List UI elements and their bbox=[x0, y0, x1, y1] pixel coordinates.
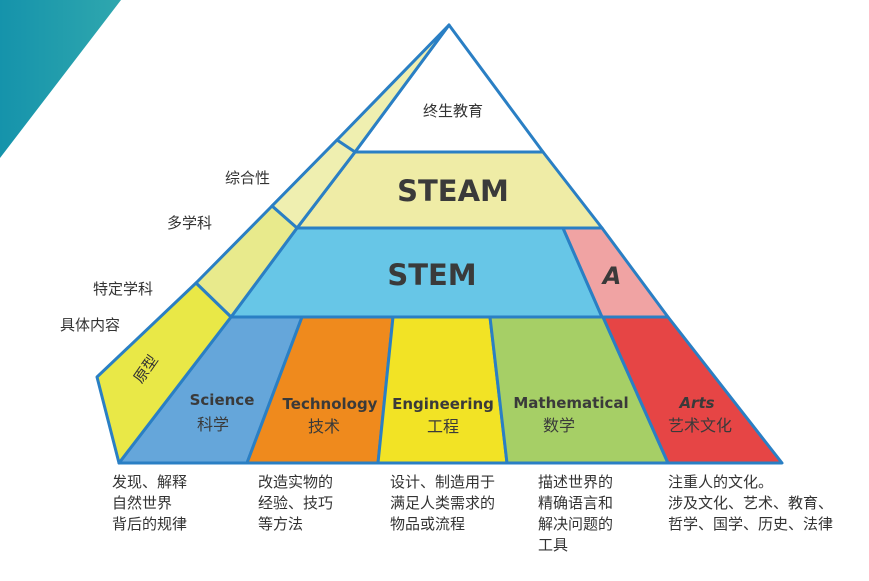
science-description: 发现、解释 自然世界 背后的规律 bbox=[112, 473, 188, 533]
engineering-description: 设计、制造用于 满足人类需求的 物品或流程 bbox=[390, 473, 496, 533]
technology-description: 改造实物的 经验、技巧 等方法 bbox=[258, 473, 334, 533]
mathematical-en: Mathematical bbox=[513, 394, 628, 412]
mathematical-description: 描述世界的 精确语言和 解决问题的 工具 bbox=[538, 473, 614, 554]
technology-zh: 技术 bbox=[308, 417, 340, 436]
top-tier-lifelong-education bbox=[353, 23, 545, 154]
side-label-integrative: 综合性 bbox=[225, 169, 270, 187]
arts-zh: 艺术文化 bbox=[668, 416, 732, 435]
mathematical-zh: 数学 bbox=[543, 416, 575, 435]
side-label-specific-subject: 特定学科 bbox=[93, 280, 153, 298]
engineering-block bbox=[376, 315, 509, 465]
side-label-specific-content: 具体内容 bbox=[60, 316, 120, 334]
top-tier-label: 终生教育 bbox=[423, 102, 483, 120]
stem-label: STEM bbox=[387, 258, 476, 292]
science-zh: 科学 bbox=[197, 415, 229, 434]
engineering-en: Engineering bbox=[392, 395, 494, 413]
science-en: Science bbox=[190, 391, 255, 409]
teal-corner-decoration bbox=[0, 0, 121, 158]
arts-description: 注重人的文化。 涉及文化、艺术、教育、 哲学、国学、历史、法律 bbox=[668, 473, 834, 533]
side-label-multidisciplinary: 多学科 bbox=[167, 214, 212, 232]
arts-block bbox=[601, 315, 784, 465]
side-strip-prototype bbox=[95, 281, 233, 465]
engineering-zh: 工程 bbox=[427, 417, 459, 436]
technology-en: Technology bbox=[283, 395, 378, 413]
arts-en: Arts bbox=[678, 394, 714, 412]
steam-label: STEAM bbox=[397, 174, 509, 208]
a-label: A bbox=[601, 262, 622, 290]
